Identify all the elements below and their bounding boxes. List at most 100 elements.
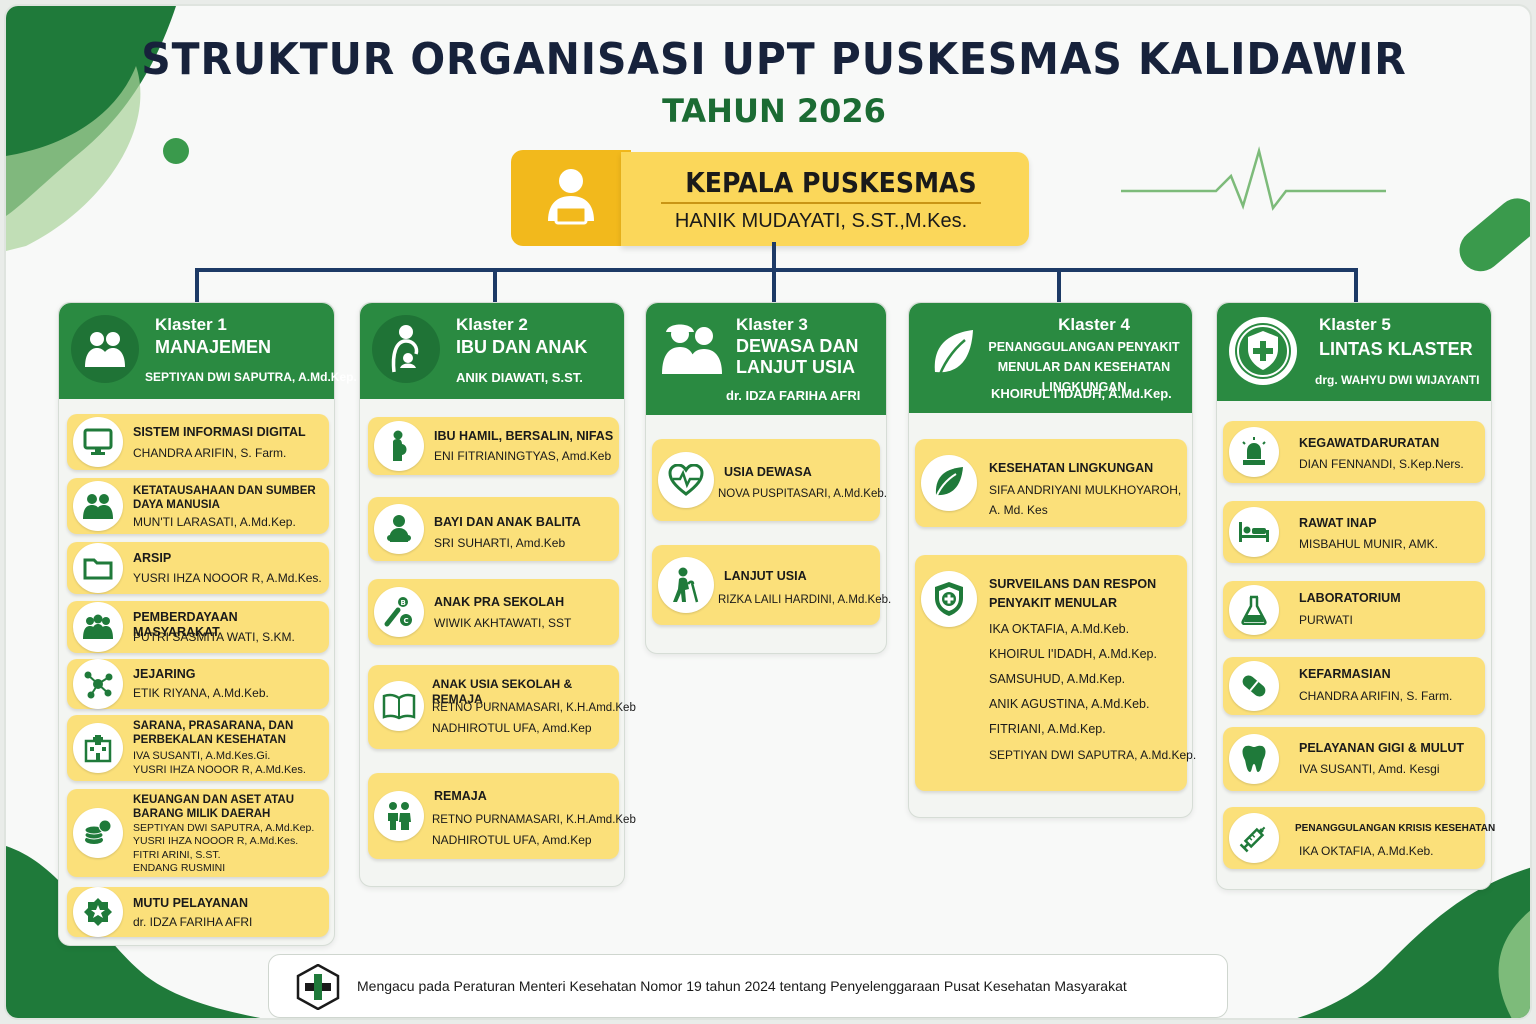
cluster-2-item-4: ANAK USIA SEKOLAH & REMAJA RETNO PURNAMA…: [368, 665, 636, 749]
cluster-1-item-7-person-3: FITRI ARINI, S.ST.: [133, 849, 221, 861]
cluster-2-item-1-title: IBU HAMIL, BERSALIN, NIFAS: [434, 429, 614, 443]
cluster-5-leader: drg. WAHYU DWI WIJAYANTI: [1315, 373, 1480, 387]
footer-note: Mengacu pada Peraturan Menteri Kesehatan…: [268, 954, 1228, 1018]
cluster-1-item-2-person-1: MUN'TI LARASATI, A.Md.Kep.: [133, 515, 296, 529]
cluster-5-item-2-person-1: MISBAHUL MUNIR, AMK.: [1299, 537, 1438, 551]
cluster-3-item-2: LANJUT USIA RIZKA LAILI HARDINI, A.Md.Ke…: [652, 545, 891, 625]
pill-icon: [1229, 661, 1279, 711]
cluster-3-number: Klaster 3: [736, 315, 808, 334]
cluster-4-item-2: SURVEILANS DAN RESPON PENYAKIT MENULAR I…: [915, 555, 1196, 791]
doctor-icon: [511, 150, 631, 246]
cluster-1-item-7-person-2: YUSRI IHZA NOOOR R, A.Md.Kes.: [133, 835, 299, 847]
cluster-5-item-1-person-1: DIAN FENNANDI, S.Kep.Ners.: [1299, 457, 1464, 471]
cluster-3-item-1: USIA DEWASA NOVA PUSPITASARI, A.Md.Keb.: [652, 439, 887, 521]
cluster-5-header: Klaster 5 LINTAS KLASTER drg. WAHYU DWI …: [1217, 303, 1491, 401]
cluster-4-item-2-person-2: KHOIRUL I'IDADH, A.Md.Kep.: [989, 647, 1157, 661]
cluster-3-leader: dr. IDZA FARIHA AFRI: [726, 388, 861, 403]
adults-icon: [652, 311, 732, 383]
cluster-1-item-1: SISTEM INFORMASI DIGITAL CHANDRA ARIFIN,…: [67, 414, 329, 470]
cluster-4-item-1-person-1: SIFA ANDRIYANI MULKHOYAROH,: [989, 483, 1182, 497]
team-icon: [73, 481, 123, 531]
cluster-5-item-3-person-1: PURWATI: [1299, 613, 1353, 627]
cluster-2-item-1: IBU HAMIL, BERSALIN, NIFAS ENI FITRIANIN…: [368, 417, 619, 475]
cluster-5-item-6-title: PENANGGULANGAN KRISIS KESEHATAN: [1295, 823, 1496, 834]
syringe-icon: [1229, 813, 1279, 863]
cluster-4-item-2-person-1: IKA OKTAFIA, A.Md.Keb.: [989, 622, 1130, 636]
cluster-3-item-2-title: LANJUT USIA: [724, 569, 807, 583]
cluster-1-item-3-person-1: YUSRI IHZA NOOOR R, A.Md.Kes.: [133, 571, 322, 585]
cluster-1-item-3-title: ARSIP: [133, 551, 172, 565]
cluster-1-item-1-title: SISTEM INFORMASI DIGITAL: [133, 425, 306, 439]
cluster-5-item-5: PELAYANAN GIGI & MULUT IVA SUSANTI, Amd.…: [1223, 727, 1485, 791]
cluster-1-item-4: PEMBERDAYAAN MASYARAKAT PUTRI SASMITA WA…: [67, 601, 329, 653]
svg-text:B: B: [401, 599, 406, 607]
corner-decoration-top-left: [6, 6, 189, 251]
cluster-4-item-2-person-3: SAMSUHUD, A.Md.Kep.: [989, 672, 1126, 686]
head-divider: [661, 202, 981, 204]
baby-icon: [374, 504, 424, 554]
cluster-4-header: Klaster 4 PENANGGULANGAN PENYAKIT MENULA…: [909, 303, 1192, 413]
cluster-1-item-7-person-4: ENDANG RUSMINI: [133, 862, 226, 874]
connector-horizontal: [195, 268, 1358, 272]
book-icon: [374, 681, 424, 731]
cluster-3-item-1-person-1: NOVA PUSPITASARI, A.Md.Keb.: [718, 488, 887, 500]
cluster-3-name: DEWASA DAN LANJUT USIA: [736, 336, 859, 377]
heart-pulse-icon: [658, 452, 714, 508]
shield-plus-icon: [921, 571, 977, 627]
head-name: HANIK MUDAYATI, S.ST.,M.Kes.: [674, 210, 968, 232]
heartbeat-line-icon: [1121, 146, 1386, 211]
network-icon: [73, 659, 123, 709]
cluster-5-name: LINTAS KLASTER: [1319, 339, 1473, 359]
cluster-3-item-1-title: USIA DEWASA: [724, 465, 812, 479]
cluster-2-item-2: BAYI DAN ANAK BALITA SRI SUHARTI, Amd.Ke…: [368, 497, 619, 561]
cluster-5-number: Klaster 5: [1319, 315, 1391, 334]
cluster-1-item-4-person-1: PUTRI SASMITA WATI, S.KM.: [133, 630, 295, 644]
connector-cluster-1: [195, 268, 199, 304]
cluster-2-item-4-title: ANAK USIA SEKOLAH & REMAJA: [432, 677, 573, 706]
footer-text: Mengacu pada Peraturan Menteri Kesehatan…: [357, 978, 1127, 994]
cluster-5-item-5-title: PELAYANAN GIGI & MULUT: [1299, 741, 1465, 755]
cluster-1-item-6-person-2: YUSRI IHZA NOOOR R, A.Md.Kes.: [133, 764, 306, 776]
hospital-icon: [73, 723, 123, 773]
cluster-3: Klaster 3 DEWASA DAN LANJUT USIA dr. IDZ…: [645, 302, 891, 654]
cluster-4-item-2-title: SURVEILANS DAN RESPON PENYAKIT MENULAR: [989, 577, 1157, 610]
cluster-3-item-2-person-1: RIZKA LAILI HARDINI, A.Md.Keb.: [718, 594, 892, 606]
cluster-3-header: Klaster 3 DEWASA DAN LANJUT USIA dr. IDZ…: [646, 303, 886, 415]
page-title: STRUKTUR ORGANISASI UPT PUSKESMAS KALIDA…: [141, 34, 1407, 85]
connector-cluster-3: [772, 268, 776, 304]
cluster-4-leader: KHOIRUL I'IDADH, A.Md.Kep.: [991, 386, 1172, 401]
cluster-2-leader: ANIK DIAWATI, S.ST.: [456, 370, 583, 385]
teens-icon: [374, 791, 424, 841]
svg-text:C: C: [404, 617, 409, 625]
leaf-icon: [917, 319, 991, 393]
cluster-1-item-4-title: PEMBERDAYAAN MASYARAKAT: [133, 610, 238, 639]
cluster-1-item-7-title: KEUANGAN DAN ASET ATAU BARANG MILIK DAER…: [133, 794, 294, 820]
head-text-box: KEPALA PUSKESMAS HANIK MUDAYATI, S.ST.,M…: [621, 152, 1029, 246]
cluster-4-item-1-person-2: A. Md. Kes: [989, 503, 1048, 517]
mother-child-icon: [372, 315, 440, 383]
connector-cluster-5: [1354, 268, 1358, 304]
cluster-1-item-8: MUTU PELAYANAN dr. IDZA FARIHA AFRI: [67, 887, 329, 937]
cluster-1-item-7-person-1: SEPTIYAN DWI SAPUTRA, A.Md.Kep.: [133, 822, 315, 834]
cluster-1-item-5: JEJARING ETIK RIYANA, A.Md.Keb.: [67, 659, 329, 709]
people-icon: [71, 315, 139, 383]
cluster-5-item-3: LABORATORIUM PURWATI: [1223, 581, 1485, 639]
cluster-2-item-5-title: REMAJA: [434, 789, 487, 803]
siren-icon: [1229, 427, 1279, 477]
cluster-1-item-5-person-1: ETIK RIYANA, A.Md.Keb.: [133, 686, 269, 700]
bed-icon: [1229, 507, 1279, 557]
shield-cross-icon: [1229, 317, 1297, 385]
pregnant-icon: [374, 421, 424, 471]
cluster-5-item-6-person-1: IKA OKTAFIA, A.Md.Keb.: [1299, 844, 1434, 858]
coins-icon: [73, 808, 123, 858]
cluster-1-item-2: KETATAUSAHAAN DAN SUMBER DAYA MANUSIA MU…: [67, 478, 329, 534]
tooth-icon: [1229, 734, 1279, 784]
cluster-5: Klaster 5 LINTAS KLASTER drg. WAHYU DWI …: [1216, 302, 1496, 890]
cluster-1-item-8-person-1: dr. IDZA FARIHA AFRI: [133, 915, 253, 929]
cluster-5-item-3-title: LABORATORIUM: [1299, 591, 1401, 605]
flask-icon: [1229, 585, 1279, 635]
pill-decoration-right: [1459, 198, 1530, 272]
folder-icon: [73, 543, 123, 593]
